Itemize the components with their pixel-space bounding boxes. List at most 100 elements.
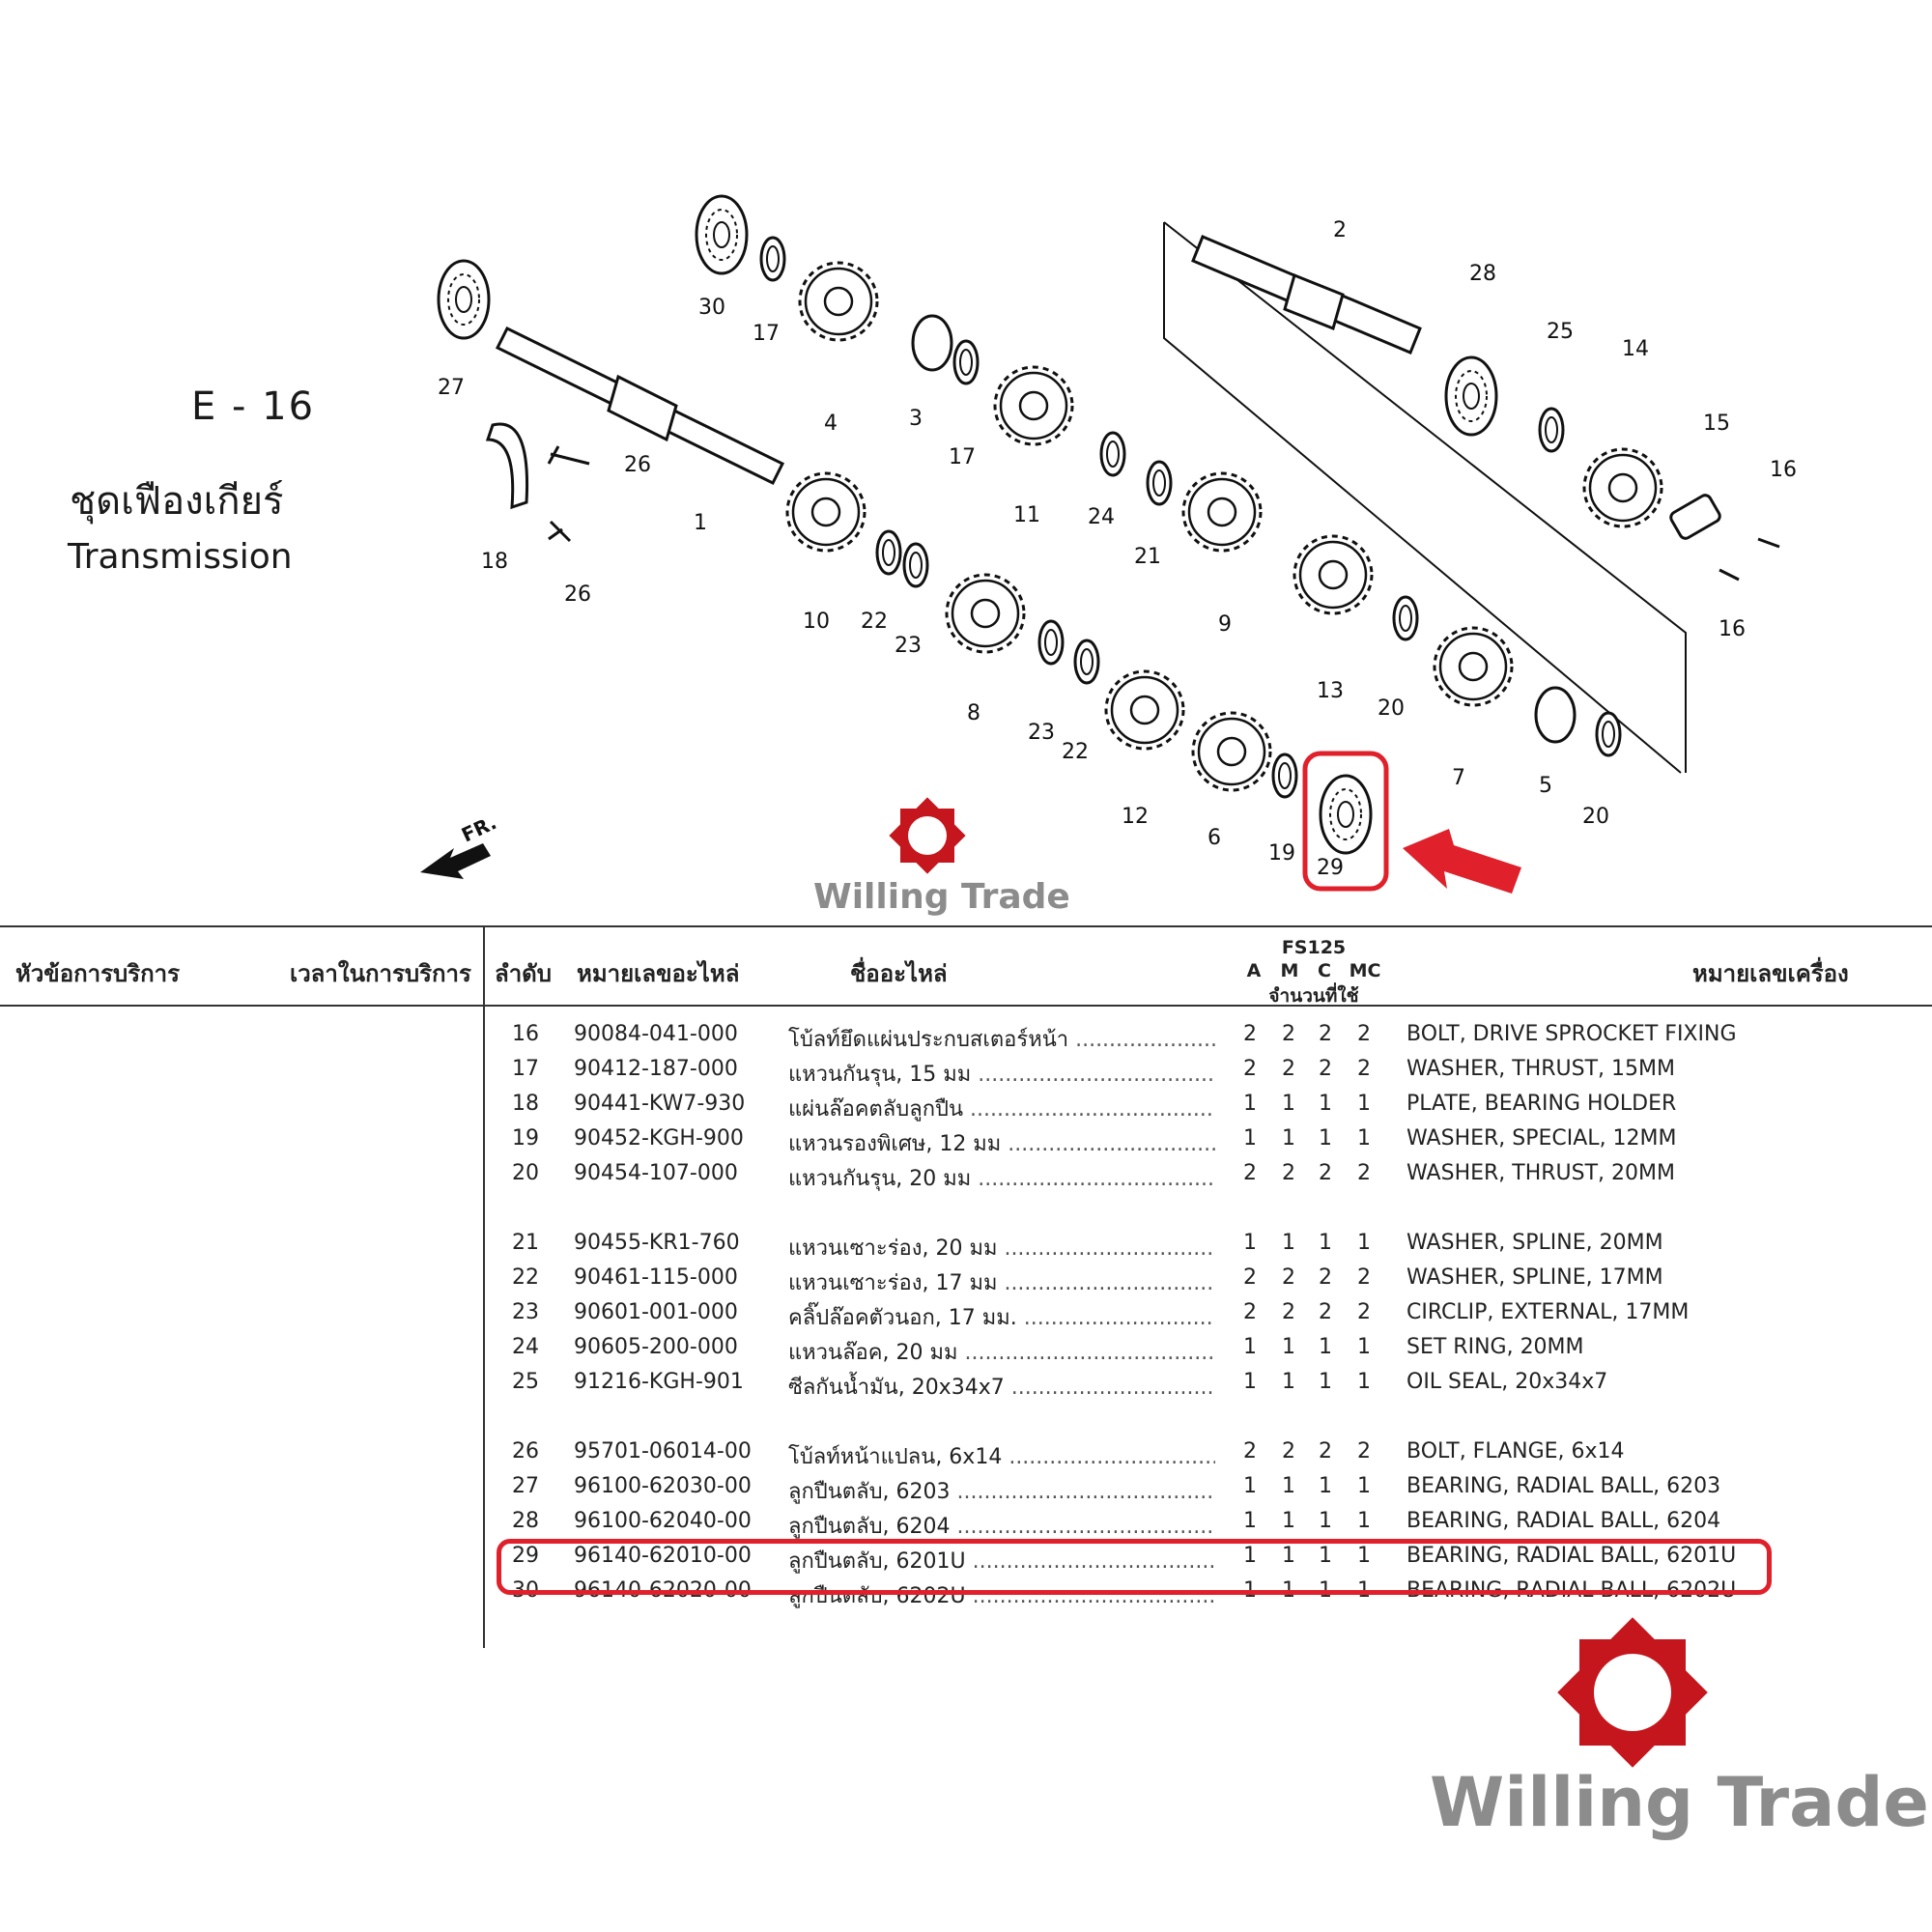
row-part-name-en: BOLT, DRIVE SPROCKET FIXING <box>1406 1022 1737 1046</box>
table-top-rule <box>0 925 1932 927</box>
row-qty-mc: 2 <box>1357 1300 1371 1324</box>
row-qty-m: 2 <box>1282 1265 1295 1290</box>
row-qty-a: 1 <box>1243 1335 1257 1359</box>
row-part-number: 95701-06014-00 <box>574 1439 752 1463</box>
callout-23b: 23 <box>1028 721 1055 745</box>
row-qty-a: 1 <box>1243 1126 1257 1151</box>
row-qty-mc: 1 <box>1357 1509 1371 1533</box>
row-part-number: 90461-115-000 <box>574 1265 738 1290</box>
row-qty-a: 1 <box>1243 1509 1257 1533</box>
row-part-name-en: WASHER, THRUST, 15MM <box>1406 1057 1675 1081</box>
row-qty-mc: 2 <box>1357 1439 1371 1463</box>
dot-leader: ........................................… <box>956 1515 1216 1539</box>
header-part-name: ชื่ออะไหล่ <box>850 960 948 987</box>
row-qty-mc: 2 <box>1357 1057 1371 1081</box>
callout-1: 1 <box>694 511 707 535</box>
front-direction-arrow: FR. <box>420 810 500 879</box>
row-index: 18 <box>512 1092 539 1116</box>
section-title-thai: ชุดเฟืองเกียร์ <box>70 479 284 524</box>
dot-leader: ........................................… <box>978 1063 1215 1087</box>
row-part-name-th: แหวนล๊อค, 20 มม ........................… <box>788 1335 1215 1369</box>
circlip-23a <box>902 542 929 588</box>
plate-bearing-holder-18 <box>485 422 529 510</box>
row-qty-mc: 2 <box>1357 1265 1371 1290</box>
row-part-name-en: OIL SEAL, 20x34x7 <box>1406 1370 1608 1394</box>
bearing-27 <box>437 259 491 340</box>
bearing-30 <box>695 194 749 275</box>
callout-7: 7 <box>1452 766 1465 790</box>
main-shaft <box>495 326 785 486</box>
row-qty-c: 1 <box>1319 1231 1332 1255</box>
bearing-29 <box>1319 774 1373 855</box>
row-part-name-th: แหวนเซาะร่อง, 20 มม ....................… <box>788 1231 1215 1264</box>
row-part-name-th: โบ้ลท์ยึดแผ่นประกบสเตอร์หน้า ...........… <box>788 1022 1215 1056</box>
row-qty-m: 2 <box>1282 1161 1295 1185</box>
bushing-5 <box>1534 686 1577 744</box>
callout-22a: 22 <box>861 610 888 634</box>
callout-22b: 22 <box>1062 740 1089 764</box>
row-qty-c: 2 <box>1319 1022 1332 1046</box>
callout-17a: 17 <box>753 322 780 346</box>
callout-3: 3 <box>909 407 923 431</box>
gear-8 <box>945 573 1026 654</box>
dot-leader: ........................................… <box>978 1167 1215 1191</box>
gear-7 <box>1433 626 1514 707</box>
row-index: 17 <box>512 1057 539 1081</box>
washer-17b <box>952 339 980 385</box>
callout-16b: 16 <box>1719 617 1746 641</box>
row-qty-m: 1 <box>1282 1335 1295 1359</box>
row-part-name-th: ซีลกันน้ำมัน, 20x34x7 ..................… <box>788 1370 1215 1404</box>
callout-8: 8 <box>967 701 980 725</box>
dot-leader: ........................................… <box>1023 1306 1215 1330</box>
countershaft <box>1191 235 1422 355</box>
row-qty-m: 2 <box>1282 1022 1295 1046</box>
header-service-topic: หัวข้อการบริการ <box>15 960 181 987</box>
row-part-name-en: BEARING, RADIAL BALL, 6203 <box>1406 1474 1721 1498</box>
callout-20b: 20 <box>1582 805 1609 829</box>
row-part-name-th: ลูกปืนตลับ, 6201U ......................… <box>788 1544 1215 1577</box>
row-part-number: 90084-041-000 <box>574 1022 738 1046</box>
row-part-name-en: BEARING, RADIAL BALL, 6204 <box>1406 1509 1721 1533</box>
row-part-name-th: ลูกปืนตลับ, 6204 .......................… <box>788 1509 1215 1543</box>
row-qty-a: 1 <box>1243 1092 1257 1116</box>
row-qty-c: 2 <box>1319 1265 1332 1290</box>
row-part-name-th: แหวนเซาะร่อง, 17 มม ....................… <box>788 1265 1215 1299</box>
section-title-english: Transmission <box>68 537 293 577</box>
washer-17a <box>759 236 786 282</box>
row-qty-m: 1 <box>1282 1544 1295 1568</box>
row-part-number: 96100-62030-00 <box>574 1474 752 1498</box>
row-qty-m: 1 <box>1282 1126 1295 1151</box>
row-part-name-en: WASHER, THRUST, 20MM <box>1406 1161 1675 1185</box>
row-index: 23 <box>512 1300 539 1324</box>
row-qty-mc: 2 <box>1357 1022 1371 1046</box>
washer-21 <box>1146 460 1173 506</box>
header-service-time: เวลาในการบริการ <box>290 960 471 987</box>
part-29-highlight-box <box>1302 751 1389 892</box>
washer-20a <box>1392 595 1419 641</box>
dot-leader: ........................................… <box>1010 1376 1215 1400</box>
callout-6: 6 <box>1208 826 1221 850</box>
dot-leader: ........................................… <box>956 1480 1216 1504</box>
row-qty-a: 2 <box>1243 1265 1257 1290</box>
washer-22a <box>875 529 902 576</box>
row-part-name-th: คลิ๊ปล๊อคตัวนอก, 17 มม. ................… <box>788 1300 1215 1334</box>
dot-leader: ........................................… <box>972 1549 1215 1574</box>
gear-13 <box>1293 534 1374 615</box>
callout-9: 9 <box>1218 612 1232 637</box>
dot-leader: ........................................… <box>1004 1271 1215 1295</box>
callout-4: 4 <box>824 412 838 436</box>
section-code: E - 16 <box>191 384 316 429</box>
callout-10: 10 <box>803 610 830 634</box>
callout-17b: 17 <box>949 445 976 469</box>
row-qty-mc: 1 <box>1357 1335 1371 1359</box>
row-qty-m: 1 <box>1282 1370 1295 1394</box>
